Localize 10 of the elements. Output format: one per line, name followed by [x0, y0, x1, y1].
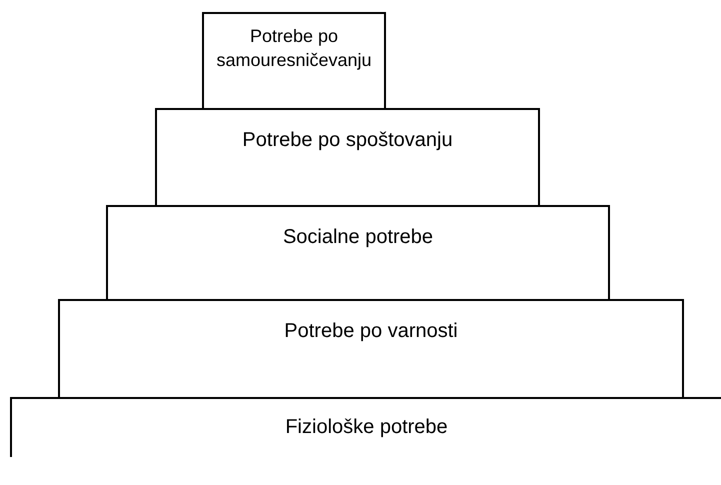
pyramid-level — [155, 108, 540, 207]
level-label: Fiziološke potrebe — [284, 415, 449, 439]
level-label: Potrebe po spoštovanju — [241, 128, 454, 152]
pyramid-level — [58, 299, 684, 399]
level-label: Potrebe po varnosti — [283, 319, 459, 343]
level-label: Potrebe po samouresničevanju — [215, 25, 373, 72]
pyramid-level — [10, 397, 721, 457]
pyramid-level — [106, 205, 610, 301]
pyramid-level — [202, 12, 386, 110]
level-label: Socialne potrebe — [282, 225, 434, 249]
